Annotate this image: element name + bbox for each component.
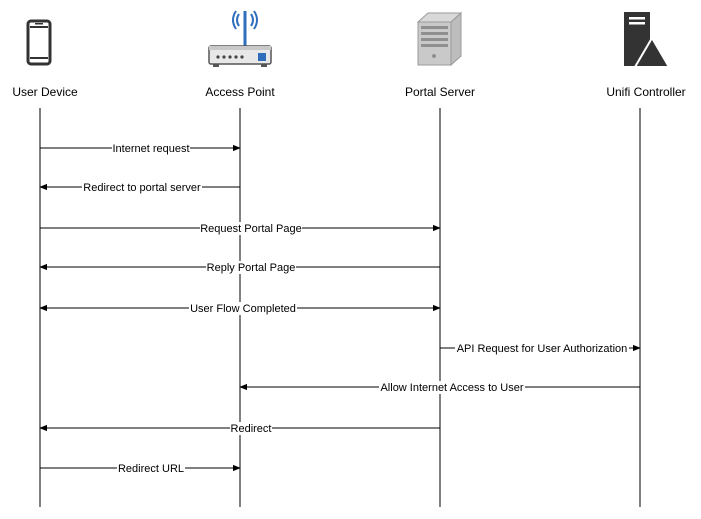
message-allow-internet-access: Allow Internet Access to User	[239, 381, 640, 394]
message-api-request-authorization: API Request for User Authorization	[440, 342, 641, 355]
message-label: User Flow Completed	[190, 303, 296, 315]
message-label: API Request for User Authorization	[457, 343, 628, 355]
participant-label: Portal Server	[405, 85, 475, 99]
message-label: Reply Portal Page	[207, 262, 296, 274]
message-redirect: Redirect	[39, 422, 440, 435]
controller-server-icon	[624, 12, 671, 68]
message-label: Redirect URL	[118, 463, 184, 475]
message-redirect-to-portal: Redirect to portal server	[39, 181, 240, 194]
message-label: Redirect	[231, 423, 272, 435]
message-label: Redirect to portal server	[83, 182, 201, 194]
message-label: Request Portal Page	[200, 223, 302, 235]
message-internet-request: Internet request	[40, 142, 241, 155]
message-label: Internet request	[112, 143, 189, 155]
message-reply-portal-page: Reply Portal Page	[39, 261, 440, 274]
smartphone-icon	[26, 19, 52, 66]
participant-unifi-controller: Unifi Controller	[606, 12, 686, 507]
participant-label: Access Point	[205, 85, 275, 99]
router-icon	[208, 10, 272, 67]
participant-label: Unifi Controller	[606, 85, 685, 99]
participant-label: User Device	[12, 85, 78, 99]
participant-portal-server: Portal Server	[405, 11, 475, 507]
message-label: Allow Internet Access to User	[380, 382, 523, 394]
participant-access-point: Access Point	[205, 10, 275, 507]
message-redirect-url: Redirect URL	[40, 462, 241, 475]
message-request-portal-page: Request Portal Page	[40, 222, 441, 235]
message-user-flow-completed: User Flow Completed	[39, 302, 441, 315]
participant-user-device: User Device	[12, 19, 78, 507]
server-tower-icon	[416, 11, 463, 67]
